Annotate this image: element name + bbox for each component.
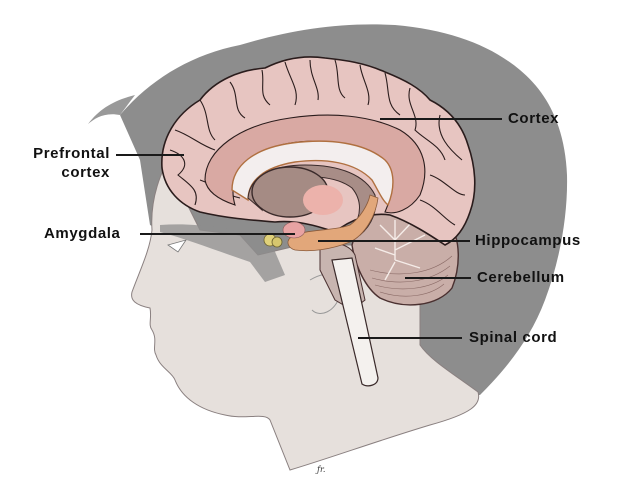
artist-signature: ƒr. (317, 465, 326, 474)
cerebellum-folia (369, 255, 453, 297)
corpus-callosum (231, 140, 394, 207)
label-spinal-cord: Spinal cord (469, 329, 558, 346)
hippocampus (287, 194, 379, 252)
amygdala (282, 221, 306, 239)
leader-hippocampus (318, 240, 470, 242)
hair-strands (88, 95, 135, 124)
label-cerebellum: Cerebellum (477, 269, 565, 286)
spinal-cord (331, 257, 379, 387)
leader-spinal-cord (358, 337, 462, 339)
label-prefrontal-line1: Prefrontal (33, 145, 110, 162)
leader-cerebellum (405, 277, 471, 279)
face-and-neck (131, 148, 480, 471)
leader-prefrontal (116, 154, 184, 156)
leader-amygdala (140, 233, 295, 235)
eye (167, 239, 187, 253)
label-cortex: Cortex (508, 110, 560, 127)
mammillary-bodies-2 (271, 236, 283, 248)
label-amygdala: Amygdala (44, 225, 121, 242)
label-prefrontal-line2: cortex (61, 164, 110, 181)
eyebrow-shadow (160, 224, 285, 282)
hypothalamus (303, 185, 343, 215)
leader-cortex (380, 118, 502, 120)
label-hippocampus: Hippocampus (475, 232, 581, 249)
